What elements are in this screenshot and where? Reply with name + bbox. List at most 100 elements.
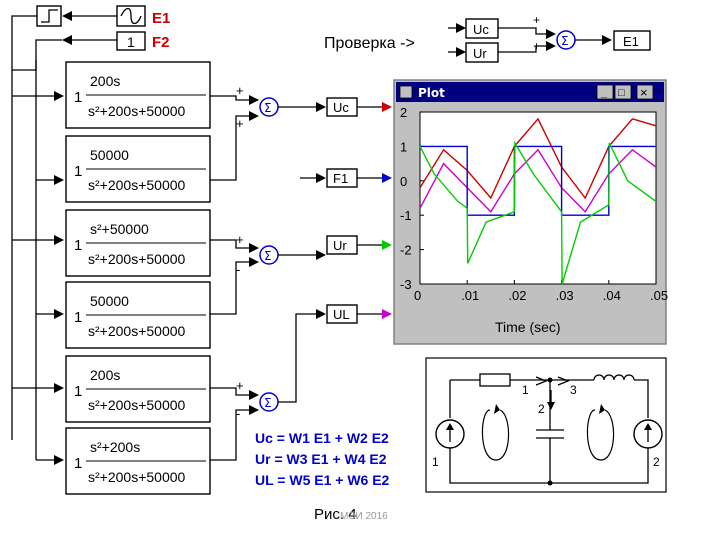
tf-numerator: s²+200s [90,439,140,455]
window-maximize-button[interactable]: □ [614,84,632,100]
sum1-sign-b: + [236,116,244,131]
figure-caption: Рис. 4 [314,506,357,523]
output-f1-block[interactable]: F1 [326,168,358,188]
tf-feed-wires [12,60,64,465]
transfer-function-block-5[interactable]: 1 200s s²+200s+50000 [65,355,211,423]
y-tick-label: 0 [400,174,407,189]
sum-junction-1[interactable]: Σ [259,97,279,117]
series-line-4 [419,140,657,285]
sum2-sign-a: + [236,232,244,247]
sum-junction-3[interactable]: Σ [259,392,279,412]
series-line-2 [419,148,657,213]
constant-source-block[interactable]: 1 [116,31,146,51]
tf-gain: 1 [74,383,82,400]
check-plus-b: + [533,39,540,53]
output-ul-block[interactable]: UL [326,304,358,324]
tf-gain: 1 [74,89,82,106]
window-minimize-button[interactable]: _ [596,84,614,100]
svg-text:Ur: Ur [333,238,347,253]
node-2-label: 2 [538,402,545,416]
f2-label: F2 [152,34,170,51]
x-tick-label: .03 [556,288,574,303]
node-1-label: 1 [522,383,529,397]
scope-input-wires [357,102,392,319]
y-tick-label: -1 [400,208,412,223]
sine-source-block[interactable] [116,5,146,27]
tf-denominator: s²+200s+50000 [88,251,186,267]
svg-text:Σ: Σ [264,249,272,263]
sum1-sign-a: + [236,83,244,98]
step-source-block[interactable] [36,5,62,27]
equation-ur: Ur = W3 E1 + W4 E2 [255,451,387,467]
output-uc-block[interactable]: Uc [326,97,358,117]
svg-text:1: 1 [127,34,135,50]
plot-area [419,111,657,285]
tf-denominator: s²+200s+50000 [88,469,186,485]
y-tick-label: -2 [400,243,412,258]
svg-text:Uc: Uc [473,22,489,37]
check-uc-block[interactable]: Uc [465,18,499,39]
tf-numerator: 50000 [90,147,129,163]
wire-f2-bus [35,39,62,460]
sum-junction-2[interactable]: Σ [259,245,279,265]
inductor-symbol [593,374,635,381]
svg-text:Uc: Uc [333,100,349,115]
window-close-button[interactable]: × [636,84,654,100]
tf-to-sum-wires [210,95,259,461]
svg-text:×: × [640,85,648,100]
tf-gain: 1 [74,163,82,180]
e1-label: E1 [152,10,170,27]
tf-denominator: s²+200s+50000 [88,177,186,193]
svg-text:□: □ [618,87,625,99]
svg-text:Σ: Σ [561,34,569,48]
x-tick-label: .05 [650,288,668,303]
tf-numerator: s²+50000 [90,221,149,237]
svg-text:Ur: Ur [473,46,487,61]
check-sum-junction[interactable]: Σ [556,30,576,50]
svg-text:_: _ [600,87,608,99]
tf-denominator: s²+200s+50000 [88,323,186,339]
source-right-label: 2 [653,455,660,469]
svg-text:Σ: Σ [264,396,272,410]
plot-window-title: Plot [418,86,445,100]
y-tick-label: -3 [400,277,412,292]
sum3-sign-b: - [236,406,240,421]
transfer-function-block-6[interactable]: 1 s²+200s s²+200s+50000 [65,427,211,495]
tf-numerator: 200s [90,73,120,89]
equation-ul: UL = W5 E1 + W6 E2 [255,472,390,488]
check-e1-block[interactable]: E1 [613,30,651,51]
watermark: МЭИ 2016 [340,511,388,522]
svg-text:UL: UL [333,307,350,322]
circuit-schematic: 1 2 3 1 2 [425,357,667,493]
tf-denominator: s²+200s+50000 [88,103,186,119]
transfer-function-block-1[interactable]: 1 200s s²+200s+50000 [65,61,211,129]
y-tick-label: 1 [400,139,407,154]
sum-to-output-wires [278,102,326,403]
source-left-label: 1 [432,455,439,469]
node-3-label: 3 [570,383,577,397]
check-ur-block[interactable]: Ur [465,42,499,63]
resistor-symbol [479,373,511,387]
wire-e1-bus [11,15,37,440]
sum3-sign-a: + [236,378,244,393]
tf-denominator: s²+200s+50000 [88,397,186,413]
output-ur-block[interactable]: Ur [326,235,358,255]
x-axis-label: Time (sec) [495,319,561,335]
svg-text:Σ: Σ [264,101,272,115]
tf-gain: 1 [74,455,82,472]
svg-text:F1: F1 [333,171,348,186]
check-plus-a: + [533,13,540,27]
transfer-function-block-2[interactable]: 1 50000 s²+200s+50000 [65,135,211,203]
y-tick-label: 2 [400,105,407,120]
x-tick-label: 0 [414,288,421,303]
series-line-1 [419,117,657,200]
tf-numerator: 200s [90,367,120,383]
equation-uc: Uc = W1 E1 + W2 E2 [255,430,389,446]
plot-app-icon [399,85,413,99]
tf-numerator: 50000 [90,293,129,309]
